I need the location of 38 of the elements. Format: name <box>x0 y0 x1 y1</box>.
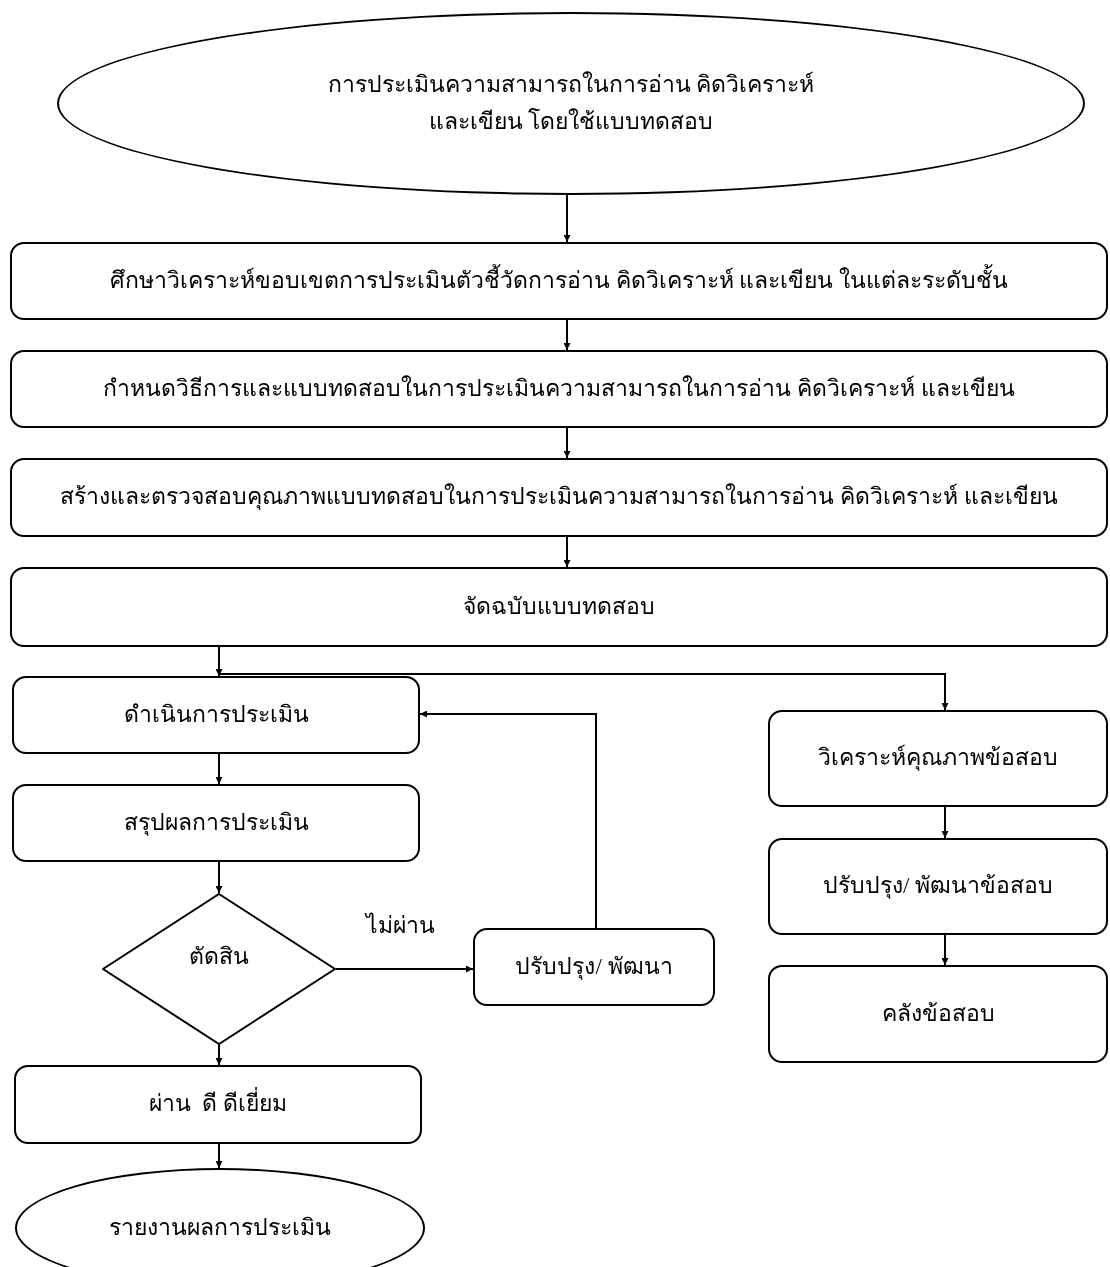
process-box <box>14 1065 422 1144</box>
process-box <box>10 242 1108 320</box>
decision-diamond <box>102 893 336 1045</box>
node-text: ปรับปรุง/ พัฒนาข้อสอบ <box>822 872 1054 901</box>
arrow <box>563 427 571 459</box>
node-text: การประเมินความสามารถในการอ่าน คิดวิเคราะห์ และเขียน โดยใช้แบบทดสอบ <box>326 70 816 136</box>
process-box <box>473 928 715 1006</box>
node-text: ปรับปรุง/ พัฒนา <box>515 952 673 982</box>
arrow <box>215 753 223 785</box>
arrow <box>563 536 571 568</box>
node-text: ดำเนินการประเมิน <box>123 700 309 729</box>
node-text: ผ่าน ดี ดีเยี่ยม <box>148 1086 288 1123</box>
arrow <box>215 861 223 894</box>
arrow <box>941 934 949 966</box>
node-text: วิเคราะห์คุณภาพข้อสอบ <box>818 743 1058 773</box>
node-text: รายงานผลการประเมิน <box>109 1213 331 1242</box>
process-box <box>768 710 1108 807</box>
process-box <box>768 965 1108 1063</box>
arrow <box>563 319 571 351</box>
arrow <box>419 710 597 929</box>
process-box <box>12 784 420 862</box>
process-box <box>768 838 1108 935</box>
node-text: ตัดสิน <box>189 942 249 971</box>
node-text: ศึกษาวิเคราะห์ขอบเขตการประเมินตัวชี้วัดการอ่าน คิดวิเคราะห์ และเขียน ในแต่ละระดับชั้น <box>109 262 1009 300</box>
node-text: คลังข้อสอบ <box>881 999 995 1028</box>
node-text: สรุปผลการประเมิน <box>123 808 309 838</box>
arrow <box>215 1143 223 1169</box>
process-box <box>10 458 1108 537</box>
arrow <box>941 806 949 839</box>
node-text: จัดฉบับแบบทดสอบ <box>463 592 655 621</box>
arrow <box>335 965 474 973</box>
node-text: สร้างและตรวจสอบคุณภาพแบบทดสอบในการประเมินความสามารถในการอ่าน คิดวิเคราะห์ และเขียน <box>60 482 1058 512</box>
arrow <box>215 1044 223 1066</box>
node-text: กำหนดวิธีการและแบบทดสอบในการประเมินความสามารถในการอ่าน คิดวิเคราะห์ และเขียน <box>103 374 1015 403</box>
process-box <box>10 567 1108 647</box>
process-box <box>12 676 420 754</box>
arrow <box>563 194 571 243</box>
process-box <box>10 350 1108 428</box>
